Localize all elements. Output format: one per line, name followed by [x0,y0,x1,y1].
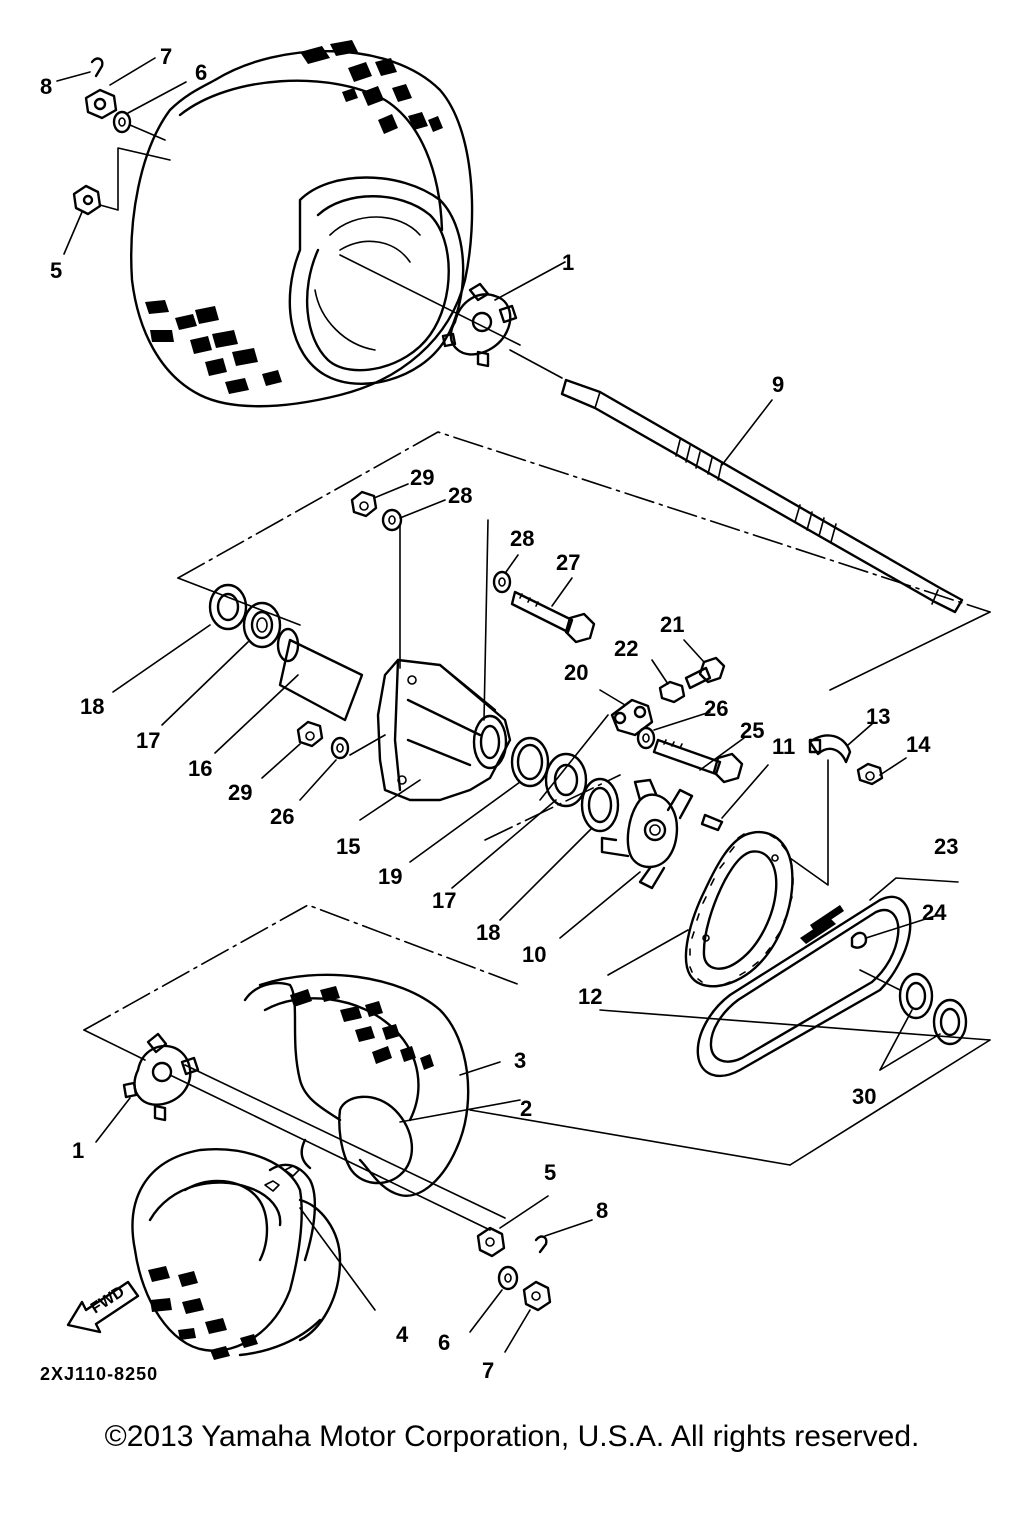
oil-seals [859,969,968,1071]
part-label-6: 6 [195,60,207,85]
part-label-16: 16 [188,756,212,781]
part-label-1: 1 [72,1138,84,1163]
part-label-7: 7 [160,44,172,69]
upper-wheel-tire [130,40,474,408]
upper-left-fasteners [56,57,187,255]
lower-group-frame [83,904,991,1166]
part-label-18: 18 [476,920,500,945]
housing-top-fasteners [350,483,519,594]
part-label-17: 17 [136,728,160,753]
rear-axle [509,349,964,614]
part-label-5: 5 [50,258,62,283]
part-number-labels: 8 7 6 5 1 9 29 28 28 27 21 22 20 26 25 1… [40,44,958,1383]
fwd-label: FWD [88,1283,128,1317]
bearing-housing [349,519,512,821]
part-label-13: 13 [866,704,890,729]
housing-lower-fasteners [261,720,350,801]
fwd-arrow-icon: FWD [66,1280,140,1334]
part-label-20: 20 [564,660,588,685]
part-label-30: 30 [852,1084,876,1109]
part-label-8: 8 [40,74,52,99]
bolt-27 [510,577,596,644]
part-label-6: 6 [438,1330,450,1355]
part-label-2: 2 [520,1096,532,1121]
part-label-7: 7 [482,1358,494,1383]
part-label-26: 26 [704,696,728,721]
sprocket-hub [559,764,769,939]
sprocket [607,759,829,988]
part-label-21: 21 [660,612,684,637]
part-label-12: 12 [578,984,602,1009]
chain-guide [808,723,907,786]
part-label-24: 24 [922,900,947,925]
part-label-14: 14 [906,732,931,757]
part-label-15: 15 [336,834,360,859]
right-bearings [409,736,620,921]
part-label-4: 4 [396,1322,409,1347]
drive-chain [696,877,959,1078]
lower-fasteners [299,1061,593,1353]
lower-hub [95,1032,506,1231]
part-label-8: 8 [596,1198,608,1223]
part-label-29: 29 [228,780,252,805]
part-label-27: 27 [556,550,580,575]
bolt-25 [636,711,745,784]
copyright-notice: ©2013 Yamaha Motor Corporation, U.S.A. A… [104,1420,920,1453]
part-label-3: 3 [514,1048,526,1073]
diagram-code: 2XJ110-8250 [40,1364,158,1384]
part-label-29: 29 [410,465,434,490]
part-label-18: 18 [80,694,104,719]
part-label-22: 22 [614,636,638,661]
part-label-17: 17 [432,888,456,913]
upper-hub [339,254,566,368]
chain-adjuster [539,639,726,801]
part-label-28: 28 [510,526,534,551]
part-label-11: 11 [772,734,795,759]
part-label-23: 23 [934,834,958,859]
part-label-1: 1 [562,250,574,275]
part-label-28: 28 [448,483,472,508]
left-bearings [112,583,364,754]
part-label-9: 9 [772,372,784,397]
part-label-26: 26 [270,804,294,829]
part-label-25: 25 [740,718,764,743]
part-label-19: 19 [378,864,402,889]
lower-wheel-tire [131,973,470,1360]
part-label-5: 5 [544,1160,556,1185]
part-label-10: 10 [522,942,546,967]
